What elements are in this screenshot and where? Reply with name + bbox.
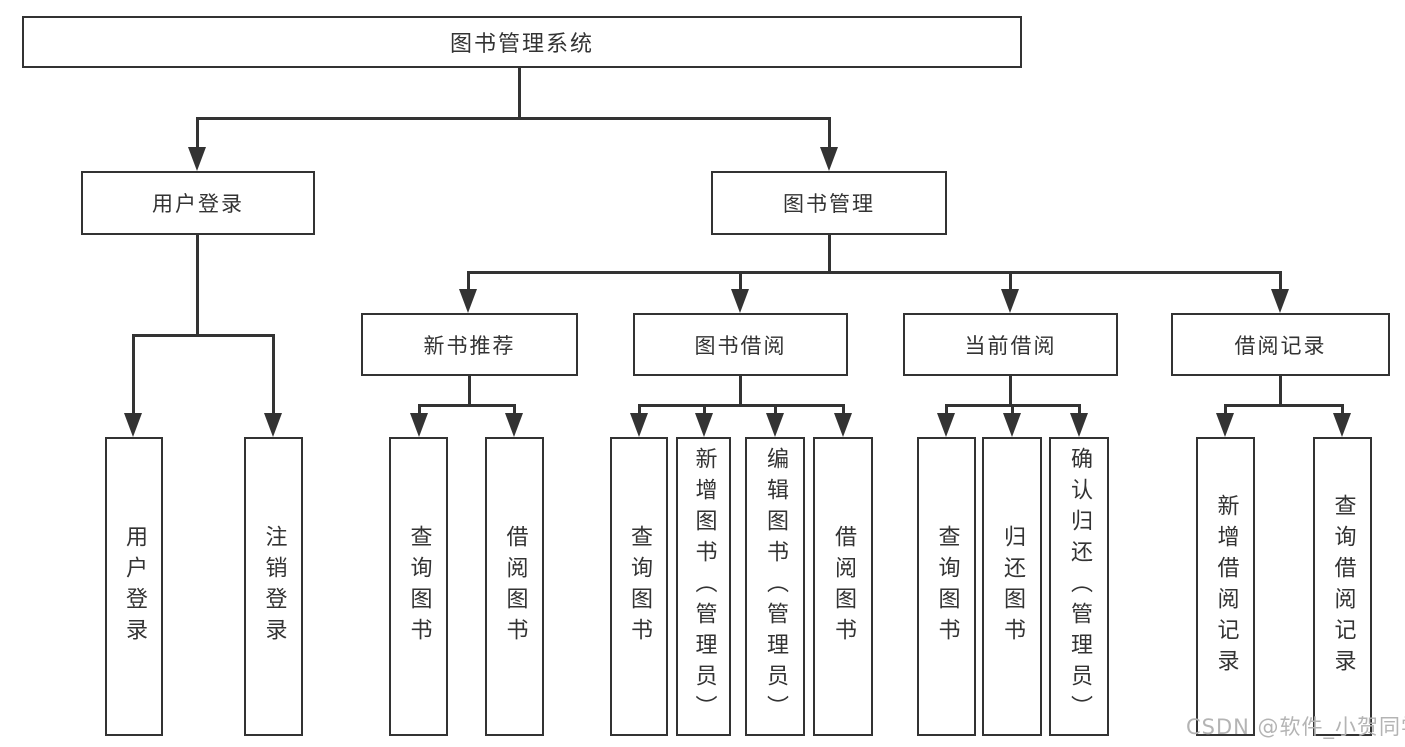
node-label: 归还图书: [1000, 524, 1025, 649]
connector-line: [1009, 271, 1012, 291]
arrowhead-down-icon: [1001, 289, 1019, 313]
connector-line: [468, 375, 471, 406]
node-label: 注销登录: [261, 524, 287, 649]
connector-line: [1011, 404, 1014, 416]
connector-line: [196, 117, 199, 151]
arrowhead-down-icon: [834, 413, 852, 437]
node-label: 查询图书: [934, 524, 960, 649]
arrowhead-down-icon: [731, 289, 749, 313]
connector-line: [467, 271, 1281, 274]
connector-line: [196, 234, 199, 336]
connector-line: [132, 334, 274, 337]
connector-line: [703, 404, 706, 416]
node-label: 借阅图书: [502, 524, 528, 649]
node-leaf-user-login: 用户登录: [105, 437, 163, 736]
node-label: 编辑图书（管理员）: [763, 447, 788, 726]
node-current-borrowing: 当前借阅: [903, 313, 1118, 376]
node-leaf-query-borrow-record: 查询借阅记录: [1313, 437, 1372, 736]
node-book-borrowing: 图书借阅: [633, 313, 848, 376]
connector-line: [513, 404, 516, 416]
node-label: 查询图书: [627, 524, 652, 649]
arrowhead-down-icon: [1070, 413, 1088, 437]
arrowhead-down-icon: [264, 413, 282, 437]
connector-line: [1224, 404, 1343, 407]
connector-line: [1279, 271, 1282, 291]
node-label: 用户登录: [122, 524, 147, 649]
connector-line: [1279, 375, 1282, 406]
node-label: 图书借阅: [694, 333, 787, 358]
connector-line: [842, 404, 845, 416]
connector-line: [945, 404, 948, 416]
connector-line: [418, 404, 515, 407]
node-book-management: 图书管理: [711, 171, 947, 235]
csdn-watermark: CSDN @软件_小贺同学: [1186, 715, 1405, 739]
node-label: 查询图书: [406, 524, 432, 649]
connector-line: [774, 404, 777, 416]
connector-line: [418, 404, 421, 416]
node-label: 图书管理系统: [449, 32, 594, 57]
connector-line: [1009, 375, 1012, 406]
node-label: 借阅图书: [831, 524, 856, 649]
node-leaf-add-books-admin: 新增图书（管理员）: [676, 437, 731, 736]
node-leaf-edit-books-admin: 编辑图书（管理员）: [745, 437, 805, 736]
arrowhead-down-icon: [937, 413, 955, 437]
node-borrow-records: 借阅记录: [1171, 313, 1390, 376]
arrowhead-down-icon: [1333, 413, 1351, 437]
arrowhead-down-icon: [410, 413, 428, 437]
node-library-system: 图书管理系统: [22, 16, 1022, 68]
connector-line: [467, 271, 470, 291]
arrowhead-down-icon: [188, 147, 206, 171]
arrowhead-down-icon: [124, 413, 142, 437]
connector-line: [828, 234, 831, 273]
arrowhead-down-icon: [766, 413, 784, 437]
node-label: 确认归还（管理员）: [1067, 447, 1092, 726]
arrowhead-down-icon: [820, 147, 838, 171]
node-leaf-query-books-borrowing: 查询图书: [610, 437, 668, 736]
arrowhead-down-icon: [630, 413, 648, 437]
node-label: 图书管理: [783, 192, 875, 216]
node-leaf-add-borrow-record: 新增借阅记录: [1196, 437, 1255, 736]
node-user-login: 用户登录: [81, 171, 315, 235]
node-leaf-query-books-current: 查询图书: [917, 437, 976, 736]
connector-line: [1078, 404, 1081, 416]
arrowhead-down-icon: [1271, 289, 1289, 313]
node-label: 新增图书（管理员）: [691, 447, 717, 726]
arrowhead-down-icon: [505, 413, 523, 437]
connector-line: [638, 404, 641, 416]
node-leaf-return-books: 归还图书: [982, 437, 1042, 736]
arrowhead-down-icon: [695, 413, 713, 437]
node-label: 用户登录: [152, 192, 244, 216]
node-label: 新书推荐: [423, 333, 516, 358]
connector-line: [272, 334, 275, 416]
connector-line: [828, 117, 831, 151]
arrowhead-down-icon: [459, 289, 477, 313]
connector-line: [739, 375, 742, 406]
connector-line: [739, 271, 742, 291]
node-label: 查询借阅记录: [1330, 493, 1356, 680]
connector-line: [518, 67, 521, 119]
arrowhead-down-icon: [1216, 413, 1234, 437]
node-leaf-borrow-books: 借阅图书: [813, 437, 873, 736]
arrowhead-down-icon: [1003, 413, 1021, 437]
connector-line: [1341, 404, 1344, 416]
connector-line: [638, 404, 844, 407]
node-leaf-query-books-recommend: 查询图书: [389, 437, 448, 736]
node-label: 新增借阅记录: [1213, 493, 1239, 680]
node-new-book-recommend: 新书推荐: [361, 313, 578, 376]
connector-line: [196, 117, 830, 120]
node-leaf-borrow-books-recommend: 借阅图书: [485, 437, 544, 736]
node-leaf-logout: 注销登录: [244, 437, 303, 736]
node-leaf-confirm-return-admin: 确认归还（管理员）: [1049, 437, 1109, 736]
node-label: 当前借阅: [964, 333, 1057, 358]
node-label: 借阅记录: [1234, 333, 1327, 358]
connector-line: [1224, 404, 1227, 416]
connector-line: [132, 334, 135, 416]
